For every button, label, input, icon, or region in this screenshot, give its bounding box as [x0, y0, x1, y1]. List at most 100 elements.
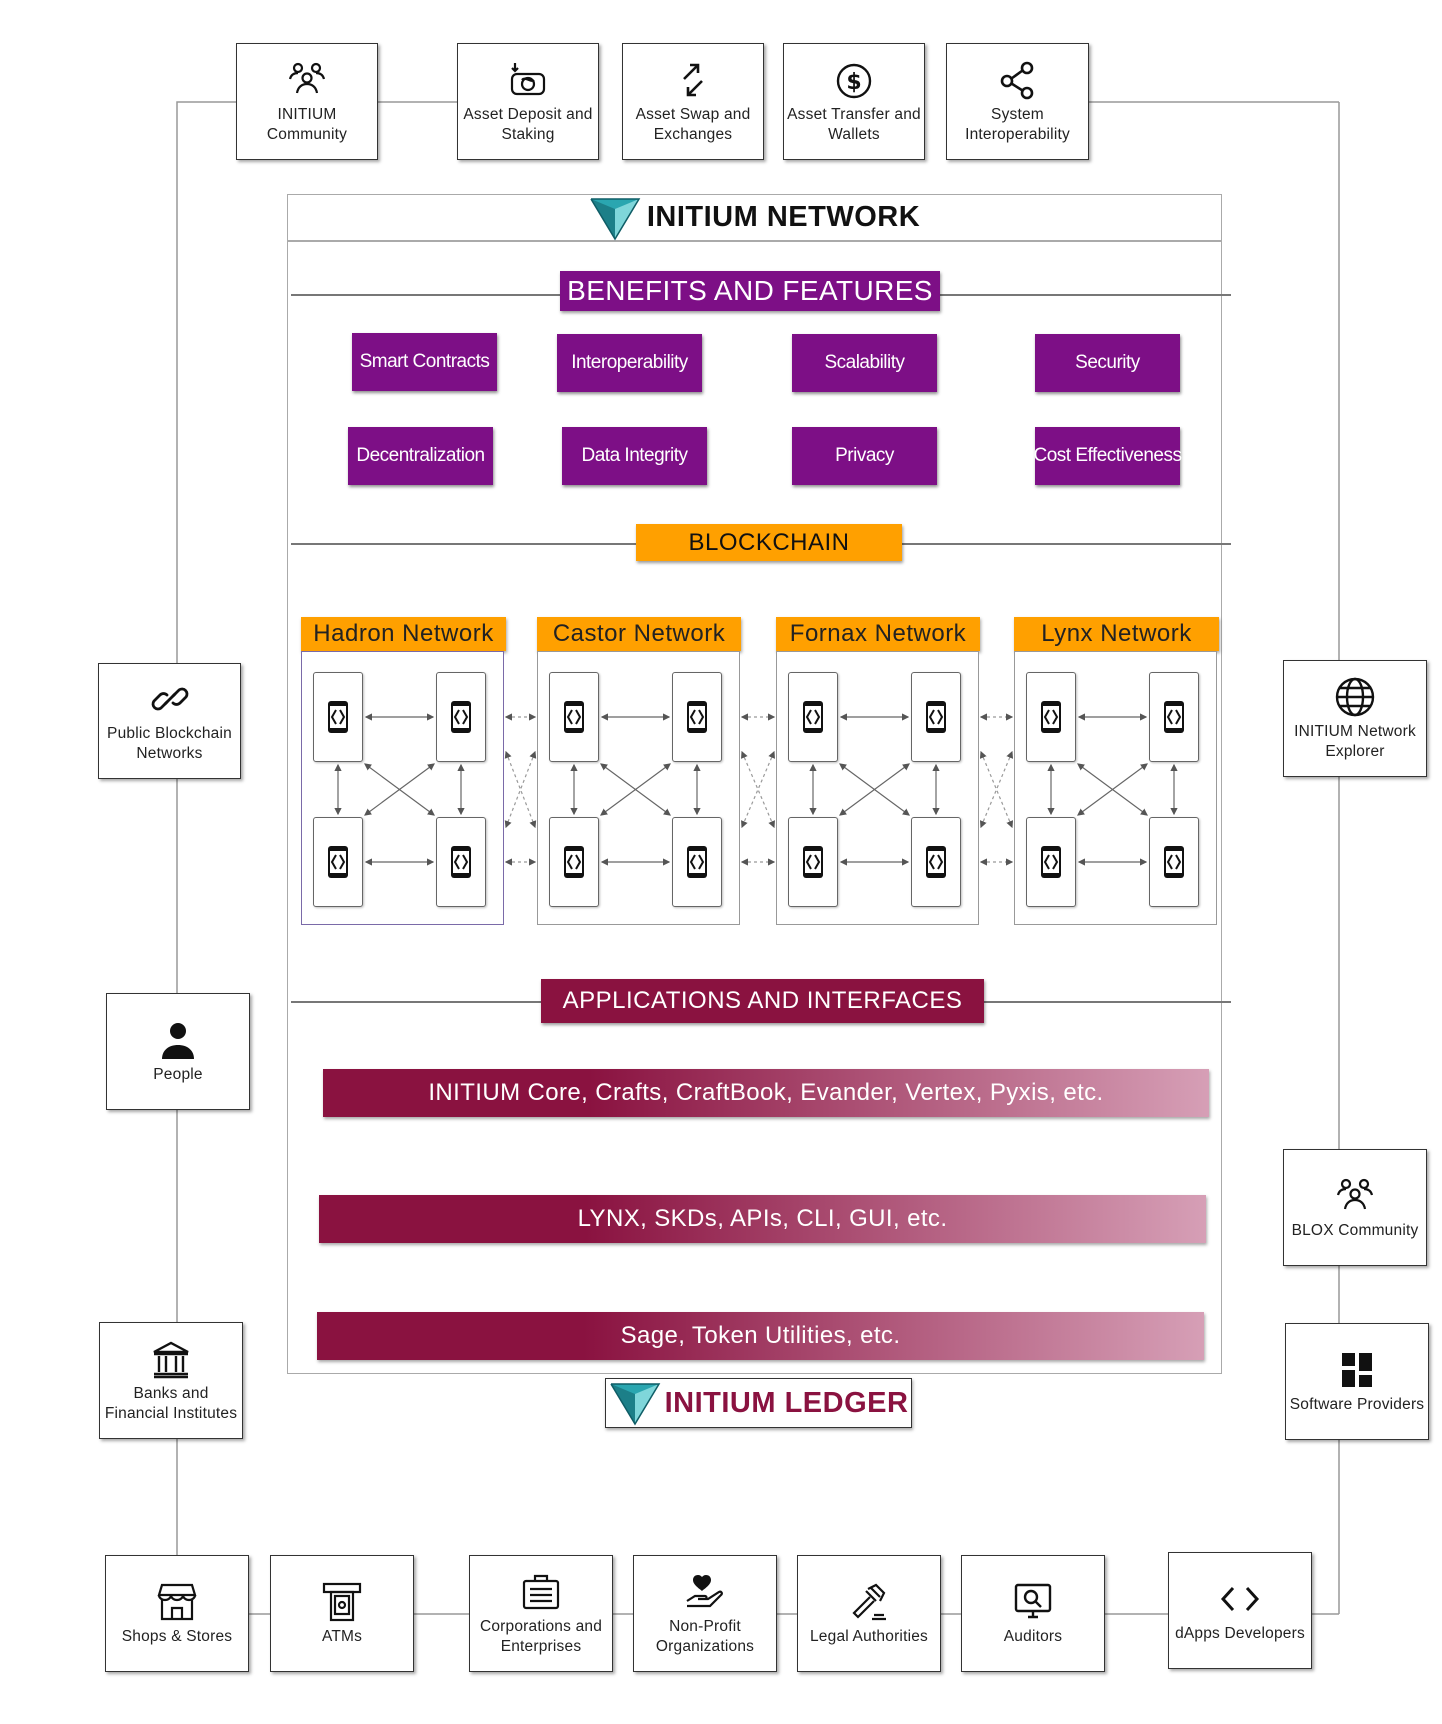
- actor-auditors[interactable]: Auditors: [961, 1555, 1105, 1672]
- blockchain-node-icon[interactable]: [672, 672, 722, 762]
- blockchain-node-icon[interactable]: [313, 817, 363, 907]
- actor-asset-deposit[interactable]: Asset Deposit and Staking: [457, 43, 599, 160]
- blockchain-node-icon[interactable]: [1149, 672, 1199, 762]
- actor-people[interactable]: People: [106, 993, 250, 1110]
- actor-software-providers[interactable]: Software Providers: [1285, 1323, 1429, 1440]
- actor-label: INITIUM Community: [266, 105, 348, 143]
- actor-initium-community[interactable]: INITIUM Community: [236, 43, 378, 160]
- actor-label: Banks and Financial Institutes: [104, 1384, 238, 1422]
- network-hadron-header[interactable]: Hadron Network: [301, 617, 506, 651]
- actor-label: BLOX Community: [1291, 1221, 1419, 1239]
- blockchain-node-icon[interactable]: [436, 817, 486, 907]
- share-icon: [1000, 61, 1033, 99]
- blockchain-node-icon[interactable]: [1026, 817, 1076, 907]
- actor-label: Corporations and Enterprises: [479, 1617, 603, 1655]
- actor-label: Asset Swap and Exchanges: [635, 105, 751, 143]
- atm-icon: [322, 1582, 362, 1621]
- network-fornax-header[interactable]: Fornax Network: [776, 617, 980, 651]
- network-lynx-header[interactable]: Lynx Network: [1014, 617, 1219, 651]
- app-bar-sage[interactable]: Sage, Token Utilities, etc.: [317, 1312, 1204, 1360]
- blockchain-node-icon[interactable]: [313, 672, 363, 762]
- blockchain-node-icon[interactable]: [549, 817, 599, 907]
- blockchain-node-icon[interactable]: [911, 672, 961, 762]
- gavel-icon: [852, 1583, 886, 1620]
- node-link: [1077, 763, 1148, 816]
- blockchain-node-icon[interactable]: [672, 817, 722, 907]
- actor-system-interoperability[interactable]: System Interoperability: [946, 43, 1089, 160]
- actor-label: System Interoperability: [965, 105, 1070, 143]
- actor-asset-transfer[interactable]: $ Asset Transfer and Wallets: [783, 43, 925, 160]
- feature-smart-contracts[interactable]: Smart Contracts: [352, 333, 497, 391]
- applications-title: APPLICATIONS AND INTERFACES: [562, 987, 963, 1014]
- link-icon: [151, 687, 188, 711]
- initium-logo-icon: [609, 1383, 660, 1426]
- feature-interoperability[interactable]: Interoperability: [557, 334, 702, 392]
- svg-text:$: $: [846, 70, 861, 95]
- network-header: INITIUM NETWORK: [287, 194, 1222, 241]
- blockchain-node-icon[interactable]: [436, 672, 486, 762]
- app-bar-lynx[interactable]: LYNX, SKDs, APIs, CLI, GUI, etc.: [319, 1195, 1206, 1243]
- blockchain-node-icon[interactable]: [549, 672, 599, 762]
- actor-label: People: [153, 1065, 203, 1083]
- actor-label: Asset Transfer and Wallets: [787, 105, 921, 143]
- node-link: [600, 763, 671, 816]
- initium-logo-icon: [590, 197, 641, 240]
- actor-label: Public Blockchain Networks: [107, 725, 232, 762]
- blockchain-banner: BLOCKCHAIN: [636, 524, 902, 561]
- bank-icon: [153, 1341, 189, 1378]
- blockchain-node-icon[interactable]: [1149, 817, 1199, 907]
- monitor-search-icon: [1014, 1583, 1052, 1618]
- actor-label: dApps Developers: [1175, 1624, 1305, 1642]
- actor-label: Non-Profit Organizations: [655, 1617, 755, 1655]
- feature-data-integrity[interactable]: Data Integrity: [562, 427, 707, 485]
- feature-security[interactable]: Security: [1035, 334, 1180, 392]
- actor-label: Software Providers: [1289, 1395, 1425, 1413]
- actor-non-profit[interactable]: Non-Profit Organizations: [633, 1555, 777, 1672]
- person-icon: [162, 1022, 194, 1059]
- actor-asset-swap[interactable]: Asset Swap and Exchanges: [622, 43, 764, 160]
- app-bar-core[interactable]: INITIUM Core, Crafts, CraftBook, Evander…: [323, 1069, 1209, 1117]
- applications-banner: APPLICATIONS AND INTERFACES: [541, 979, 984, 1023]
- community-icon: [1336, 1178, 1374, 1209]
- actor-atms[interactable]: ATMs: [270, 1555, 414, 1672]
- feature-privacy[interactable]: Privacy: [792, 427, 937, 485]
- code-icon: [1220, 1586, 1260, 1611]
- actor-legal-authorities[interactable]: Legal Authorities: [797, 1555, 941, 1672]
- briefcase-icon: [522, 1574, 560, 1609]
- deposit-icon: [510, 62, 546, 95]
- actor-banks[interactable]: Banks and Financial Institutes: [99, 1322, 243, 1439]
- actor-blox-community[interactable]: BLOX Community: [1283, 1149, 1427, 1266]
- node-link: [979, 750, 1014, 829]
- swap-icon: [683, 63, 703, 96]
- community-icon: [288, 62, 326, 93]
- network-title: INITIUM NETWORK: [646, 201, 921, 233]
- network-castor-header[interactable]: Castor Network: [537, 617, 741, 651]
- blockchain-node-icon[interactable]: [1026, 672, 1076, 762]
- benefits-banner: BENEFITS AND FEATURES: [560, 271, 940, 311]
- feature-cost-effectiveness[interactable]: Cost Effectiveness: [1034, 427, 1182, 485]
- actor-label: ATMs: [321, 1627, 363, 1645]
- node-link: [504, 750, 537, 829]
- store-icon: [157, 1583, 197, 1620]
- actor-public-blockchain[interactable]: Public Blockchain Networks: [98, 663, 241, 779]
- node-link: [364, 763, 435, 816]
- node-link: [839, 763, 910, 816]
- blockchain-node-icon[interactable]: [911, 817, 961, 907]
- blockchain-title: BLOCKCHAIN: [688, 528, 850, 556]
- blockchain-node-icon[interactable]: [788, 672, 838, 762]
- feature-scalability[interactable]: Scalability: [792, 334, 937, 392]
- ledger-header: INITIUM LEDGER: [605, 1378, 912, 1428]
- heart-hand-icon: [686, 1574, 723, 1607]
- actor-network-explorer[interactable]: INITIUM Network Explorer: [1283, 660, 1427, 777]
- feature-decentralization[interactable]: Decentralization: [348, 427, 493, 485]
- grid-icon: [1342, 1352, 1372, 1387]
- actor-label: Auditors: [1003, 1627, 1063, 1645]
- actor-dapps-developers[interactable]: dApps Developers: [1168, 1552, 1312, 1669]
- actor-shops-stores[interactable]: Shops & Stores: [105, 1555, 249, 1672]
- globe-icon: [1335, 677, 1375, 716]
- actor-label: Shops & Stores: [121, 1627, 233, 1645]
- actor-label: Legal Authorities: [809, 1627, 928, 1645]
- blockchain-node-icon[interactable]: [788, 817, 838, 907]
- actor-corporations[interactable]: Corporations and Enterprises: [469, 1555, 613, 1672]
